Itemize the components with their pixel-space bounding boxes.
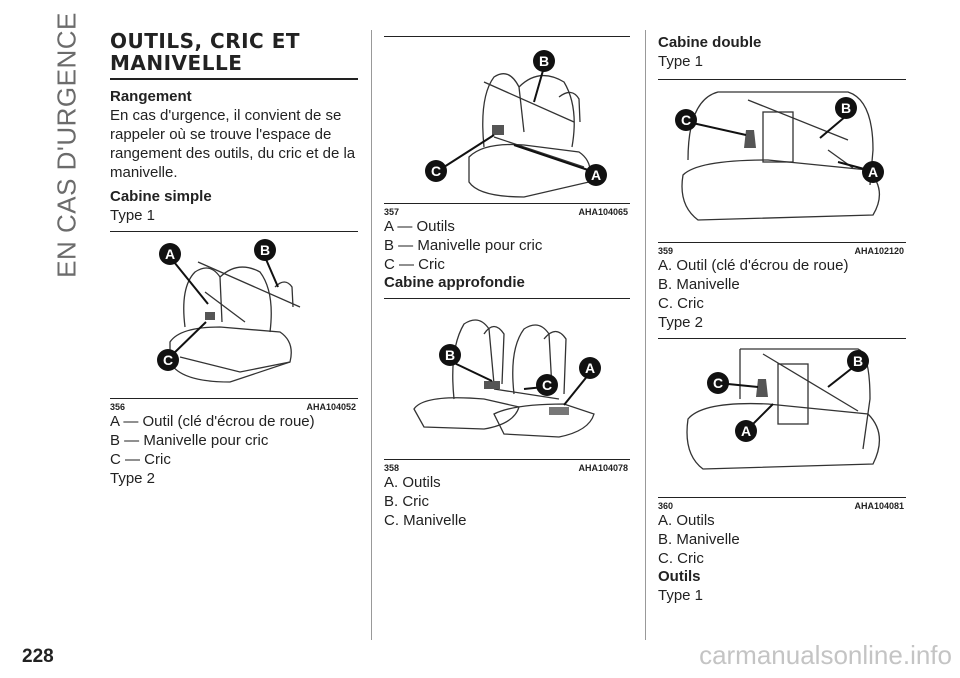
column-divider [645,30,646,640]
svg-text:A: A [165,246,175,262]
heading-rangement: Rangement [110,88,192,105]
figure-number: 356 [110,402,126,412]
callout-b-icon: B [847,350,869,372]
section-label: EN CAS D'URGENCE [51,12,82,278]
column-3: Cabine double Type 1 C B [658,30,906,605]
legend-item: C — Cric [384,256,445,273]
seat-illustration: A B C [157,239,301,383]
svg-text:A: A [591,167,601,183]
svg-text:A: A [741,423,751,439]
watermark: carmanualsonline.info [699,640,952,670]
type-label: Type 1 [110,207,156,224]
svg-text:B: B [445,347,455,363]
figure-number: 357 [384,207,400,217]
callout-b-icon: B [439,344,461,366]
seat-illustration: C B A [675,91,884,221]
callout-c-icon: C [536,374,558,396]
callout-a-icon: A [579,357,601,379]
legend-item: C. Manivelle [384,512,467,529]
figure-359: C B A [658,79,906,243]
seat-illustration: C B A [686,348,880,470]
figure-code: AHA104052 [306,402,356,412]
type-label: Type 1 [658,53,704,70]
heading-cabine-simple: Cabine simple [110,188,212,205]
figure-358: B C A [384,298,630,460]
paragraph-rangement: En cas d'urgence, il convient de se rapp… [110,107,356,181]
heading-cabine-approfondie: Cabine approfondie [384,274,525,291]
seat-illustration: B C A [425,50,607,198]
svg-text:C: C [431,163,441,179]
figure-caption: 356 AHA104052 [110,399,358,412]
figure-357: B C A [384,36,630,204]
legend-item: C. Cric [658,295,704,312]
callout-b-icon: B [835,97,857,119]
callout-c-icon: C [675,109,697,131]
type-label: Type 2 [110,470,156,487]
figure-caption: 358 AHA104078 [384,460,630,473]
section-side-tab: EN CAS D'URGENCE [52,12,82,278]
svg-text:C: C [542,377,552,393]
legend-item: B. Manivelle [658,531,740,548]
figure-caption: 357 AHA104065 [384,204,630,217]
svg-text:C: C [713,375,723,391]
svg-text:A: A [585,360,595,376]
column-2: B C A 357 AHA104065 A — Outils B — Maniv… [384,30,630,530]
figure-number: 358 [384,463,400,473]
figure-code: AHA104078 [578,463,628,473]
callout-c-icon: C [425,160,447,182]
figure-code: AHA104065 [578,207,628,217]
legend-item: A — Outil (clé d'écrou de roue) [110,413,315,430]
svg-text:C: C [163,352,173,368]
heading-cabine-double: Cabine double [658,34,762,51]
figure-code: AHA104081 [854,501,904,511]
figure-number: 359 [658,246,674,256]
legend-item: A. Outils [658,512,715,529]
svg-text:A: A [868,164,878,180]
legend-item: A. Outil (clé d'écrou de roue) [658,257,849,274]
callout-a-icon: A [585,164,607,186]
legend-item: A. Outils [384,474,441,491]
legend-item: C — Cric [110,451,171,468]
svg-text:B: B [539,53,549,69]
page-title: OUTILS, CRIC ET MANIVELLE [110,30,358,80]
legend-item: B — Manivelle pour cric [384,237,543,254]
figure-caption: 360 AHA104081 [658,498,906,511]
svg-text:B: B [841,100,851,116]
legend-item: C. Cric [658,550,704,567]
legend-item: B. Manivelle [658,276,740,293]
svg-text:C: C [681,112,691,128]
svg-text:B: B [260,242,270,258]
legend-item: B. Cric [384,493,429,510]
figure-number: 360 [658,501,674,511]
seat-illustration: B C A [413,319,601,438]
svg-text:B: B [853,353,863,369]
callout-b-icon: B [533,50,555,72]
figure-code: AHA102120 [854,246,904,256]
page-number: 228 [22,646,54,667]
callout-b-icon: B [254,239,276,261]
callout-c-icon: C [707,372,729,394]
figure-caption: 359 AHA102120 [658,243,906,256]
legend-item: B — Manivelle pour cric [110,432,269,449]
callout-a-icon: A [735,420,757,442]
heading-outils: Outils [658,568,701,585]
figure-356: A B C [110,231,358,399]
legend-item: A — Outils [384,218,455,235]
callout-c-icon: C [157,349,179,371]
callout-a-icon: A [862,161,884,183]
column-divider [371,30,372,640]
figure-360: C B A [658,338,906,498]
type-label: Type 2 [658,314,704,331]
type-label: Type 1 [658,587,704,604]
column-1: OUTILS, CRIC ET MANIVELLE Rangement En c… [110,30,358,488]
callout-a-icon: A [159,243,181,265]
